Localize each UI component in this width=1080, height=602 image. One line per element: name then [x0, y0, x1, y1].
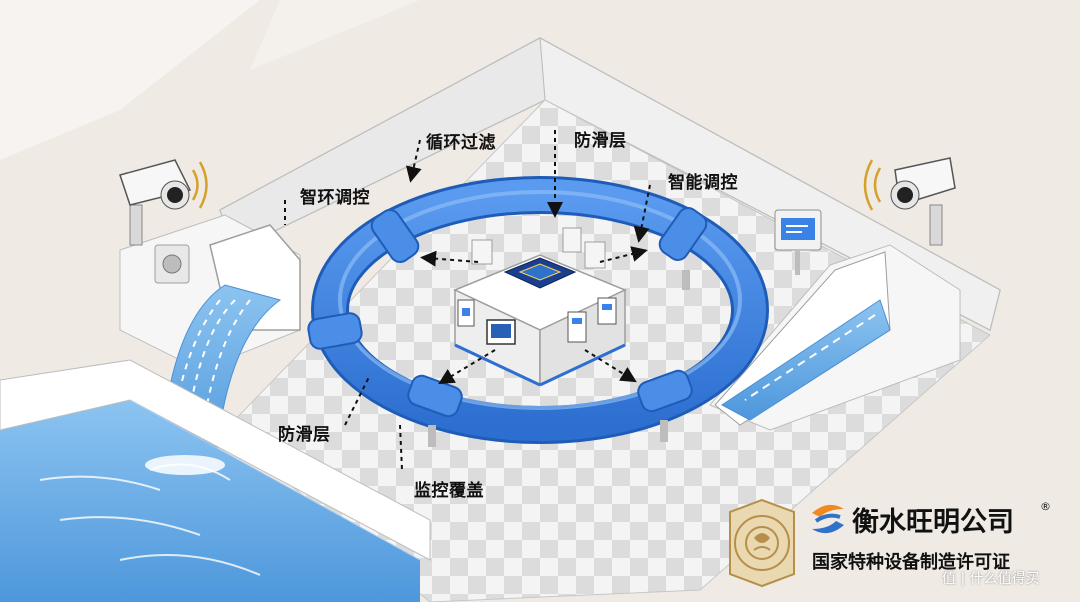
registered-mark: ®	[1040, 500, 1051, 513]
left-security-camera	[119, 159, 208, 246]
company-name: 衡水旺明公司	[852, 507, 1014, 538]
central-control-unit	[453, 227, 627, 387]
label-anti-slip-top: 防滑层	[574, 131, 627, 151]
light-ray	[0, 0, 260, 160]
license-text: 国家特种设备制造许可证	[812, 552, 1010, 573]
circulation-pipe-ring	[307, 176, 769, 447]
label-smart-env-control: 智环调控	[300, 188, 370, 208]
label-circulation-filter: 循环过滤	[426, 133, 496, 153]
company-logo-icon	[812, 504, 844, 534]
callout-arrows	[284, 130, 651, 471]
label-smart-control: 智能调控	[668, 173, 738, 193]
pool-edge	[0, 359, 431, 561]
label-monitor-coverage: 监控覆盖	[414, 481, 484, 501]
certificate-seal-icon	[729, 498, 795, 588]
light-ray	[250, 0, 420, 70]
source-watermark: 值 | 什么值得买	[942, 571, 1040, 587]
right-security-camera	[863, 157, 956, 246]
pool-water	[0, 400, 420, 602]
label-anti-slip-left: 防滑层	[278, 425, 331, 445]
